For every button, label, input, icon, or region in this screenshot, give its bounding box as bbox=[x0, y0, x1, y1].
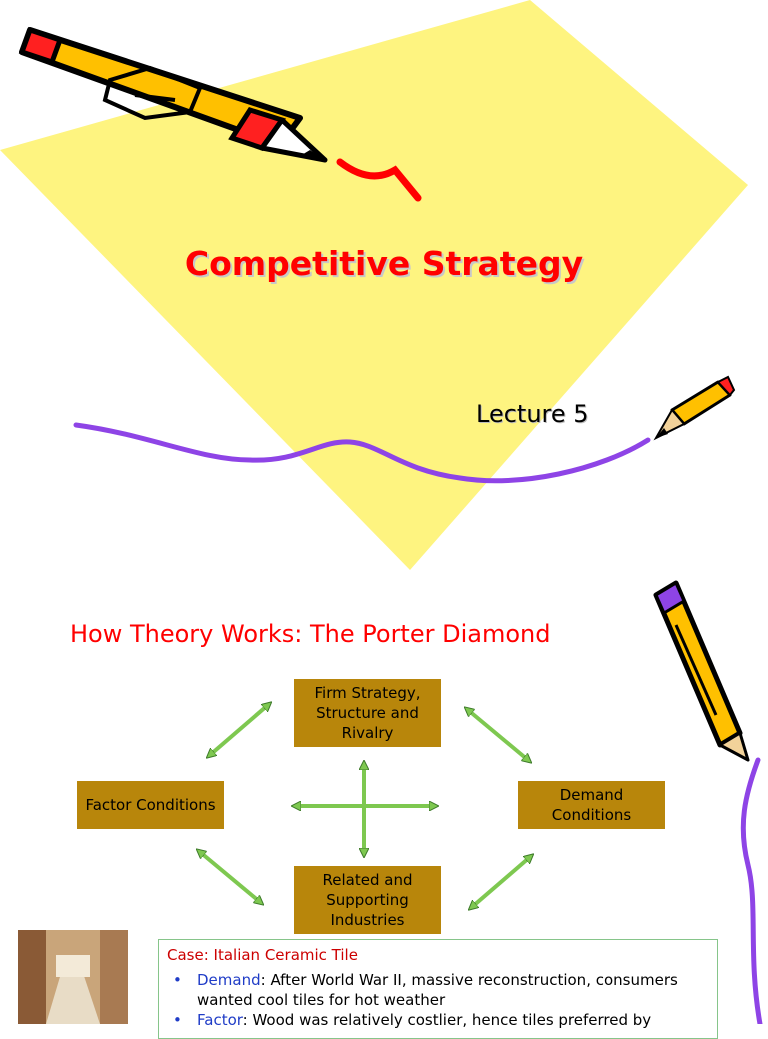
related-industries-label: Related and Supporting Industries bbox=[322, 871, 413, 929]
porter-diamond-art bbox=[18, 580, 763, 1024]
title-slide: Competitive Strategy Lecture 5 bbox=[0, 0, 748, 570]
firm-strategy-box: Firm Strategy, Structure and Rivalry bbox=[294, 679, 441, 747]
large-pencil-icon bbox=[18, 26, 328, 163]
vertical-pencil-icon bbox=[653, 580, 750, 762]
arrow-demand-related bbox=[472, 857, 530, 907]
bullet-icon: • bbox=[173, 1011, 182, 1029]
arrow-factor-related bbox=[200, 852, 260, 902]
purple-squiggle-decoration bbox=[73, 422, 651, 484]
firm-strategy-label: Firm Strategy, Structure and Rivalry bbox=[314, 684, 421, 742]
case-term: Factor bbox=[197, 1011, 243, 1029]
purple-line-decoration-right bbox=[740, 757, 763, 1024]
ceramic-tile-photo bbox=[18, 930, 128, 1024]
red-line-decoration bbox=[336, 158, 422, 202]
slide-subtitle: Lecture 5 bbox=[476, 400, 589, 428]
case-study-list: • Demand: After World War II, massive rec… bbox=[167, 970, 709, 1030]
factor-conditions-label: Factor Conditions bbox=[85, 796, 216, 814]
list-item: • Factor: Wood was relatively costlier, h… bbox=[167, 1010, 709, 1030]
case-study-title: Case: Italian Ceramic Tile bbox=[167, 946, 358, 964]
factor-conditions-box: Factor Conditions bbox=[77, 781, 224, 829]
case-study-box: Case: Italian Ceramic Tile • Demand: Afte… bbox=[158, 939, 718, 1039]
case-text: : After World War II, massive reconstruc… bbox=[197, 971, 678, 1009]
demand-conditions-box: Demand Conditions bbox=[518, 781, 665, 829]
arrow-firm-demand bbox=[468, 710, 528, 760]
slide-title: Competitive Strategy bbox=[184, 244, 584, 283]
arrow-firm-factor bbox=[210, 705, 268, 755]
demand-conditions-label: Demand Conditions bbox=[551, 786, 632, 824]
case-text: : Wood was relatively costlier, hence ti… bbox=[242, 1011, 652, 1029]
related-industries-box: Related and Supporting Industries bbox=[294, 866, 441, 934]
title-slide-art bbox=[0, 0, 748, 570]
slide-heading: How Theory Works: The Porter Diamond bbox=[70, 620, 551, 648]
case-term: Demand bbox=[197, 971, 261, 989]
bullet-icon: • bbox=[173, 971, 182, 989]
list-item: • Demand: After World War II, massive rec… bbox=[167, 970, 709, 1010]
small-pencil-icon bbox=[653, 375, 736, 441]
yellow-diamond-shape bbox=[0, 0, 748, 570]
